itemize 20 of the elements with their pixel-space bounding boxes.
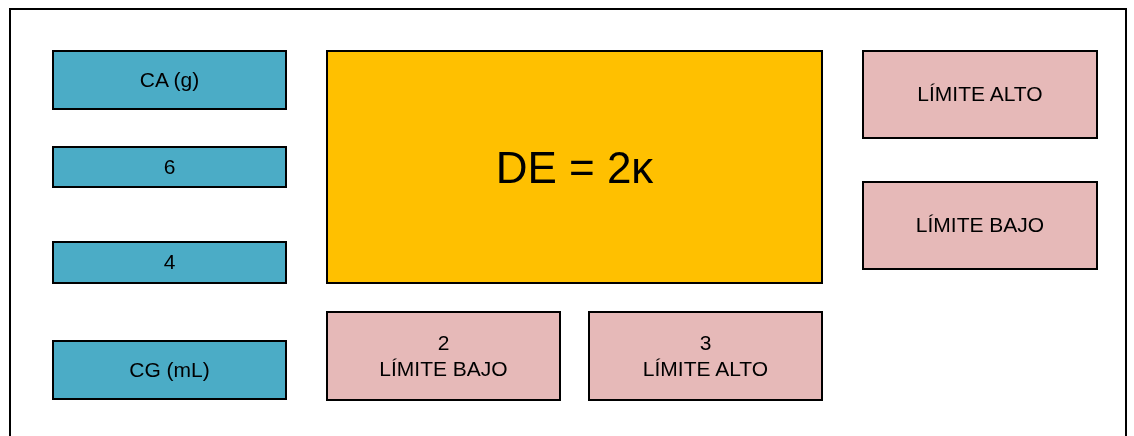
box-text: LÍMITE BAJO <box>915 212 1045 239</box>
label-box <box>52 241 287 284</box>
limit-box <box>588 311 823 401</box>
box-text: LÍMITE ALTO <box>917 81 1043 108</box>
box-text: CG (mL) <box>129 356 210 383</box>
formula-box <box>326 50 823 284</box>
box-text: 3 <box>699 329 712 356</box>
box-text: DE = 2κ <box>495 141 654 194</box>
limit-box <box>862 181 1098 270</box>
label-box <box>52 50 287 110</box>
box-text: LÍMITE ALTO <box>642 356 769 382</box>
limit-box <box>862 50 1098 139</box>
label-box <box>52 146 287 188</box>
box-text: 6 <box>163 153 176 180</box>
label-box <box>52 340 287 400</box>
box-text: 2 <box>437 329 450 356</box>
box-text: 4 <box>163 249 176 276</box>
box-text: CA (g) <box>139 66 200 93</box>
limit-box <box>326 311 561 401</box>
box-text: LÍMITE BAJO <box>379 356 508 382</box>
